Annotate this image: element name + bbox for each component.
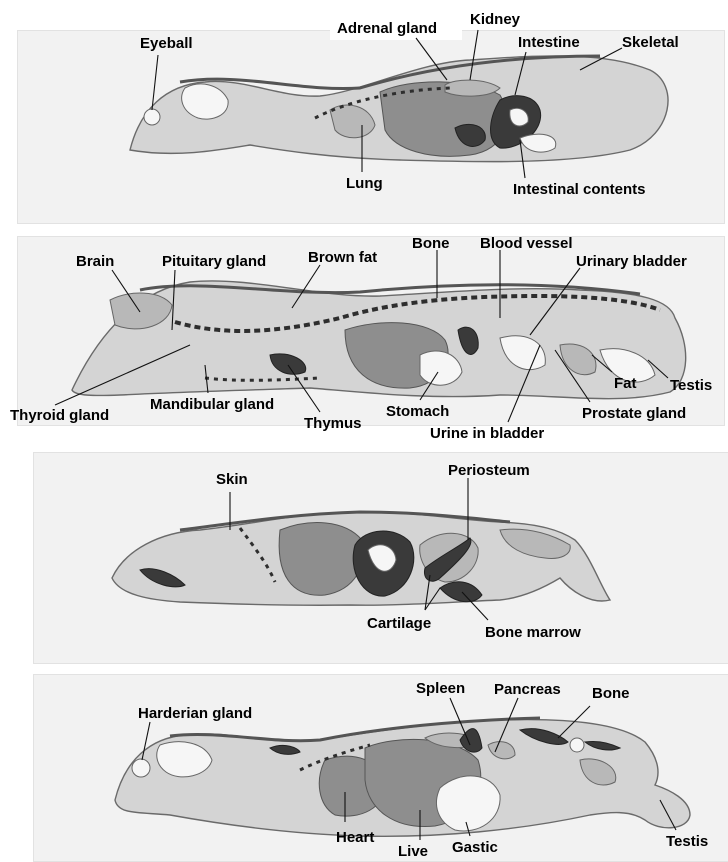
label-bone-marrow: Bone marrow bbox=[485, 624, 581, 641]
label-kidney: Kidney bbox=[470, 11, 521, 28]
label-gastic: Gastic bbox=[452, 839, 498, 856]
label-urinary-bladder: Urinary bladder bbox=[576, 253, 687, 270]
label-harderian-gland: Harderian gland bbox=[138, 705, 252, 722]
label-testis-p4: Testis bbox=[666, 833, 708, 850]
label-adrenal-gland: Adrenal gland bbox=[337, 20, 437, 37]
label-intestine: Intestine bbox=[518, 34, 580, 51]
label-pituitary-gland: Pituitary gland bbox=[162, 253, 266, 270]
label-thymus: Thymus bbox=[304, 415, 362, 432]
label-heart: Heart bbox=[336, 829, 374, 846]
label-cartilage: Cartilage bbox=[367, 615, 431, 632]
label-prostate-gland: Prostate gland bbox=[582, 405, 686, 422]
label-thyroid-gland: Thyroid gland bbox=[10, 407, 109, 424]
label-bone-p2: Bone bbox=[412, 235, 450, 252]
mouse-section-2 bbox=[72, 281, 686, 399]
label-brain: Brain bbox=[76, 253, 114, 270]
label-intestinal-contents: Intestinal contents bbox=[513, 181, 646, 198]
label-eyeball: Eyeball bbox=[140, 35, 193, 52]
label-live: Live bbox=[398, 843, 428, 860]
label-spleen: Spleen bbox=[416, 680, 465, 697]
label-pancreas: Pancreas bbox=[494, 681, 561, 698]
label-brown-fat: Brown fat bbox=[308, 249, 377, 266]
mouse-section-1 bbox=[130, 56, 668, 162]
label-skin: Skin bbox=[216, 471, 248, 488]
mouse-section-4 bbox=[115, 718, 690, 836]
label-urine-in-bladder: Urine in bladder bbox=[430, 425, 544, 442]
label-stomach: Stomach bbox=[386, 403, 449, 420]
label-testis-p2: Testis bbox=[670, 377, 712, 394]
label-fat: Fat bbox=[614, 375, 637, 392]
label-bone-p4: Bone bbox=[592, 685, 630, 702]
label-mandibular-gland: Mandibular gland bbox=[150, 396, 274, 413]
mouse-section-3 bbox=[112, 512, 610, 605]
label-lung: Lung bbox=[346, 175, 383, 192]
label-blood-vessel: Blood vessel bbox=[480, 235, 573, 252]
label-skeletal: Skeletal bbox=[622, 34, 679, 51]
label-periosteum: Periosteum bbox=[448, 462, 530, 479]
